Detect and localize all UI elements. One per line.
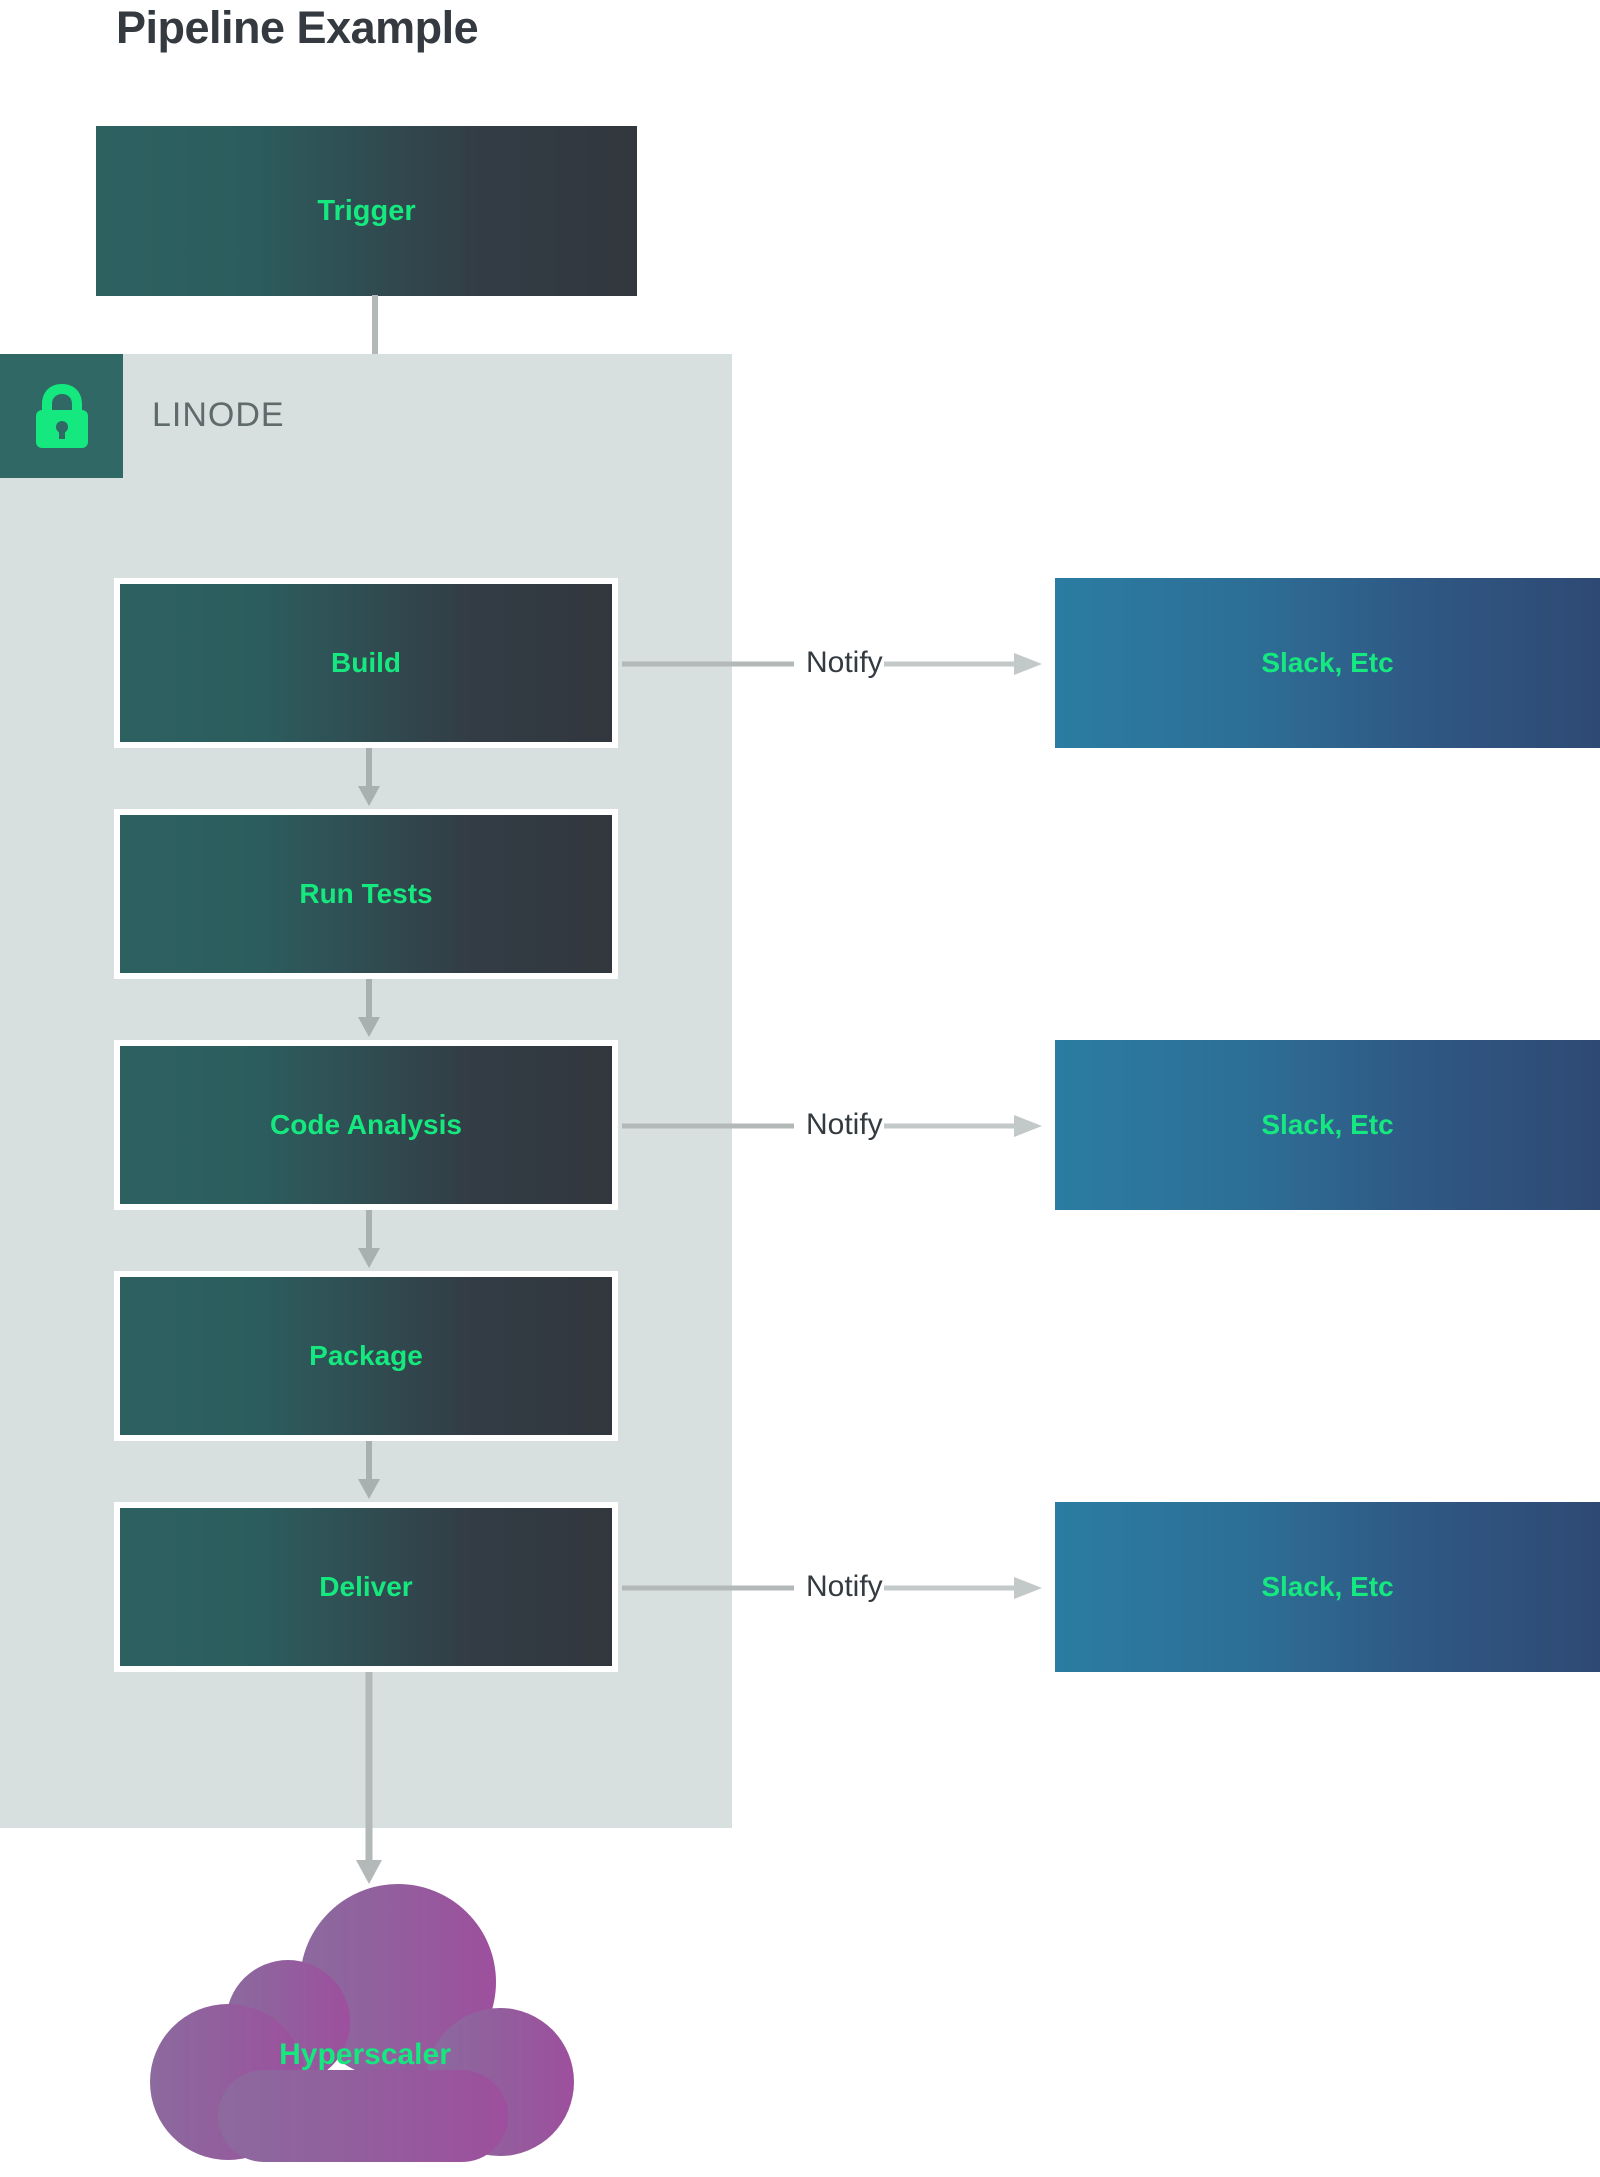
cloud-shape-icon (150, 1884, 574, 2162)
notify-target-box-deliver[interactable]: Slack, Etc (1055, 1502, 1600, 1672)
notify-target-label-build: Slack, Etc (1261, 647, 1394, 678)
notify-target-box-code-analysis[interactable]: Slack, Etc (1055, 1040, 1600, 1210)
linode-zone-label: LINODE (152, 396, 285, 434)
notify-edge-label-build: Notify (806, 646, 883, 679)
stage-box-run-tests[interactable]: Run Tests (114, 809, 618, 979)
page-title: Pipeline Example (116, 2, 479, 53)
stage-label-package: Package (309, 1340, 423, 1371)
stage-box-build[interactable]: Build (114, 578, 618, 748)
stage-label-deliver: Deliver (319, 1571, 413, 1602)
notify-target-label-deliver: Slack, Etc (1261, 1571, 1394, 1602)
stage-box-trigger[interactable]: Trigger (96, 126, 637, 296)
stage-box-package[interactable]: Package (114, 1271, 618, 1441)
notify-target-label-code-analysis: Slack, Etc (1261, 1109, 1394, 1140)
arrow-code-analysis-to-package (358, 1210, 380, 1268)
notify-edge-label-code-analysis: Notify (806, 1108, 883, 1141)
stage-label-run-tests: Run Tests (299, 878, 433, 909)
hyperscaler-cloud[interactable]: Hyperscaler (140, 1874, 590, 2164)
arrow-run-tests-to-code-analysis (358, 979, 380, 1037)
lock-icon (36, 384, 88, 448)
linode-zone-badge (0, 354, 123, 478)
arrow-package-to-deliver (358, 1441, 380, 1499)
notify-edge-label-deliver: Notify (806, 1570, 883, 1603)
arrow-deliver-to-hyperscaler (356, 1672, 382, 1884)
arrow-notify-build (622, 653, 1042, 675)
arrow-build-to-run-tests (358, 748, 380, 806)
stage-label-build: Build (331, 647, 401, 678)
stage-box-deliver[interactable]: Deliver (114, 1502, 618, 1672)
arrow-notify-deliver (622, 1577, 1042, 1599)
arrow-notify-code-analysis (622, 1115, 1042, 1137)
stage-label-trigger: Trigger (317, 194, 416, 227)
notify-target-box-build[interactable]: Slack, Etc (1055, 578, 1600, 748)
stage-box-code-analysis[interactable]: Code Analysis (114, 1040, 618, 1210)
stage-label-code-analysis: Code Analysis (270, 1109, 462, 1140)
